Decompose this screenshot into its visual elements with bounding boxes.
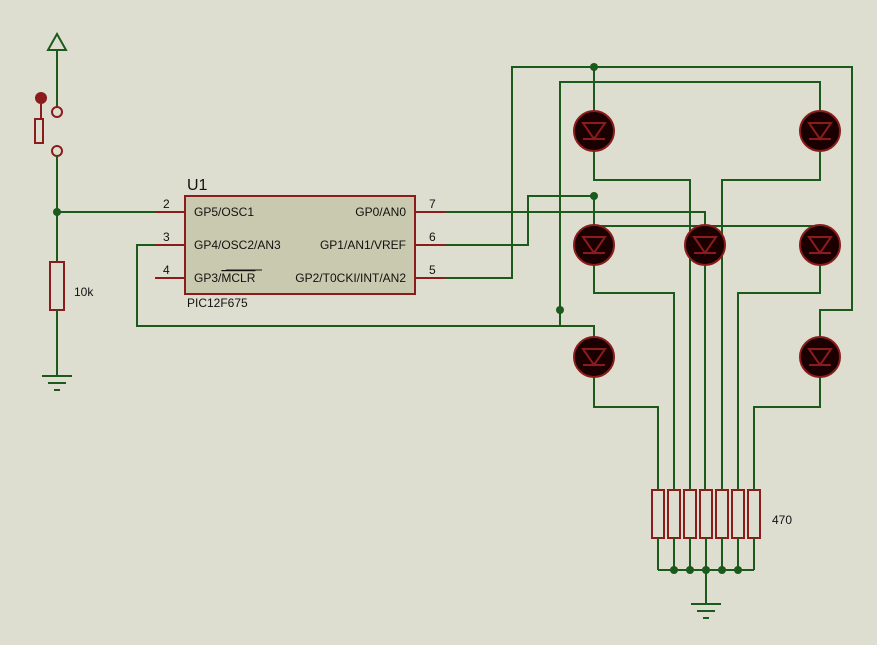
led-middle-center[interactable] bbox=[684, 224, 726, 266]
ic-pin-number-6: 6 bbox=[429, 230, 436, 244]
ic-pin-label-4: GP3/MCLR bbox=[194, 271, 256, 285]
ic-pic12f675[interactable]: U1 PIC12F675 2 3 4 GP5/OSC1 GP4/OSC2/AN3… bbox=[155, 177, 445, 310]
ground-symbol-left bbox=[42, 375, 72, 391]
resistor-array-value: 470 bbox=[772, 513, 792, 527]
ic-part-name: PIC12F675 bbox=[187, 296, 248, 310]
resistor-array-bottom-bus bbox=[657, 538, 755, 604]
wire-led-br-out bbox=[753, 376, 821, 490]
wire-led-tl-out bbox=[593, 150, 691, 490]
power-terminal-arrow bbox=[46, 31, 68, 112]
wire-led-tr-out bbox=[721, 150, 821, 490]
ic-pin-label-2: GP5/OSC1 bbox=[194, 205, 254, 219]
led-top-left[interactable] bbox=[573, 110, 615, 152]
led-bottom-left[interactable] bbox=[573, 336, 615, 378]
resistor-array[interactable]: 470 bbox=[651, 489, 792, 539]
ground-symbol-right bbox=[691, 603, 721, 619]
wire-led-mid-feed bbox=[593, 212, 820, 227]
wire-led-top-right-feed bbox=[559, 81, 821, 310]
led-middle-left[interactable] bbox=[573, 224, 615, 266]
push-button-switch[interactable] bbox=[34, 92, 63, 157]
ic-pin-label-7: GP0/AN0 bbox=[355, 205, 406, 219]
ic-designator: U1 bbox=[187, 177, 208, 194]
led-middle-right[interactable] bbox=[799, 224, 841, 266]
wire-led-mr-out bbox=[737, 264, 821, 490]
wire-led-ml-out bbox=[593, 264, 675, 490]
junction-dot bbox=[590, 192, 598, 200]
pulldown-resistor[interactable]: 10k bbox=[49, 261, 94, 311]
ic-pin-number-4: 4 bbox=[163, 263, 170, 277]
ic-pin-number-3: 3 bbox=[163, 230, 170, 244]
ic-pin-label-3: GP4/OSC2/AN3 bbox=[194, 238, 281, 252]
pulldown-resistor-value: 10k bbox=[74, 285, 94, 299]
wire-led-bl-out bbox=[593, 376, 659, 490]
wire-led-bl-feed bbox=[560, 325, 595, 338]
wire-gp1 bbox=[445, 195, 595, 246]
led-top-right[interactable] bbox=[799, 110, 841, 152]
ic-pin-label-5: GP2/T0CKI/INT/AN2 bbox=[295, 271, 406, 285]
ic-pin-number-5: 5 bbox=[429, 263, 436, 277]
ic-pin-label-6: GP1/AN1/VREF bbox=[320, 238, 406, 252]
ic-pin-number-7: 7 bbox=[429, 197, 436, 211]
ic-pin-number-2: 2 bbox=[163, 197, 170, 211]
wire-gp4-loop bbox=[136, 244, 561, 327]
wire-gp2 bbox=[445, 66, 853, 338]
led-bottom-right[interactable] bbox=[799, 336, 841, 378]
